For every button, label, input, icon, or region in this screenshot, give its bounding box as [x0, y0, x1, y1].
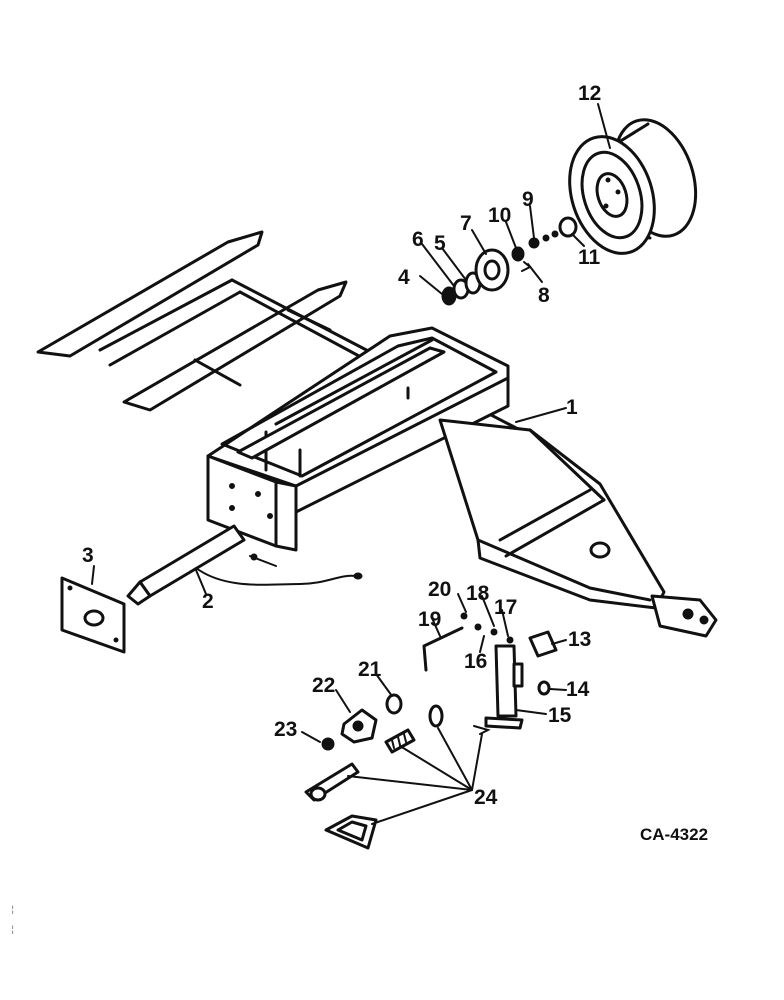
crank-handle-19 — [422, 626, 464, 672]
washer-24 — [428, 704, 444, 728]
hub-assembly — [441, 216, 578, 306]
leader-lines — [91, 103, 611, 825]
callout-20: 20 — [428, 578, 451, 601]
bracket-13 — [528, 630, 558, 658]
callout-1: 1 — [566, 396, 578, 419]
callout-12: 12 — [578, 82, 601, 105]
callout-17: 17 — [494, 596, 517, 619]
callout-2: 2 — [202, 590, 214, 613]
callout-15: 15 — [548, 704, 572, 727]
lynch-pin-24 — [324, 814, 378, 850]
callout-22: 22 — [312, 674, 335, 697]
callout-19: 19 — [418, 608, 441, 631]
callout-23: 23 — [274, 718, 297, 741]
callout-numbers: 1 2 3 4 5 6 7 8 9 10 11 12 13 14 15 16 1… — [82, 82, 601, 809]
callout-18: 18 — [466, 582, 490, 605]
jack-foot-15 — [484, 716, 524, 730]
bearing-cone-10 — [511, 246, 525, 262]
callout-21: 21 — [358, 658, 382, 681]
trailer-frame — [36, 230, 718, 638]
margin-mark-1: ¦ — [10, 905, 15, 915]
jack-assembly — [422, 612, 558, 730]
hub-7 — [474, 248, 510, 292]
figure-code: CA-4322 — [640, 825, 708, 844]
callout-9: 9 — [522, 188, 534, 211]
callout-24: 24 — [474, 786, 498, 809]
dust-cap-11 — [558, 216, 578, 238]
nut-23 — [321, 737, 335, 751]
clip-21 — [385, 693, 403, 715]
washer-9 — [528, 237, 540, 249]
callout-3: 3 — [82, 544, 94, 567]
ring-14 — [537, 680, 551, 696]
callout-14: 14 — [566, 678, 590, 701]
callout-4: 4 — [398, 266, 410, 289]
spindle — [126, 524, 363, 606]
callout-11: 11 — [578, 246, 601, 269]
pin-24 — [473, 725, 491, 735]
callout-16: 16 — [464, 650, 487, 673]
mounting-plate — [60, 576, 126, 654]
callout-7: 7 — [460, 212, 472, 235]
callout-6: 6 — [412, 228, 424, 251]
callout-10: 10 — [488, 204, 511, 227]
callout-5: 5 — [434, 232, 446, 255]
callout-8: 8 — [538, 284, 550, 307]
wheel-rim — [568, 118, 698, 255]
small-parts — [304, 693, 491, 850]
callout-13: 13 — [568, 628, 591, 651]
jack-tube-16 — [494, 644, 518, 718]
margin-mark-2: ¦ — [10, 925, 15, 935]
